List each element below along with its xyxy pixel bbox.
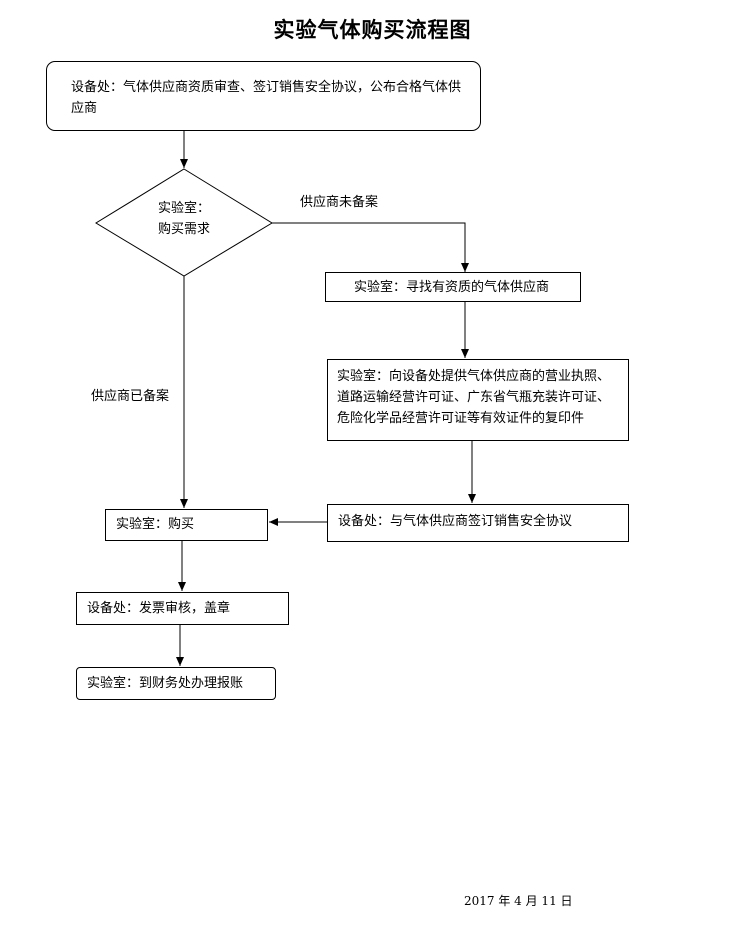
node-buy-text: 实验室：购买 (116, 517, 195, 532)
node-qualify-text: 设备处：气体供应商资质审查、签订销售安全协议，公布合格气体供应商 (71, 80, 462, 116)
node-invoice-text: 设备处：发票审核，盖章 (87, 601, 231, 616)
node-sign-text: 设备处：与气体供应商签订销售安全协议 (338, 514, 573, 529)
node-qualify: 设备处：气体供应商资质审查、签订销售安全协议，公布合格气体供应商 (46, 61, 481, 131)
node-need: 实验室： 购买需求 (134, 198, 234, 240)
node-buy: 实验室：购买 (105, 509, 268, 541)
node-need-line2: 购买需求 (157, 222, 210, 237)
node-sign: 设备处：与气体供应商签订销售安全协议 (327, 504, 629, 542)
node-provide: 实验室：向设备处提供气体供应商的营业执照、道路运输经营许可证、广东省气瓶充装许可… (327, 359, 629, 441)
page-title: 实验气体购买流程图 (273, 17, 472, 42)
node-find: 实验室：寻找有资质的气体供应商 (325, 272, 581, 302)
arrow-need-to-find (272, 222, 469, 272)
node-find-text: 实验室：寻找有资质的气体供应商 (354, 280, 550, 295)
edge-label-not-registered: 供应商未备案 (300, 195, 379, 210)
date-stamp: 2017 年 4 月 11 日 (464, 894, 573, 908)
node-need-line1: 实验室： (157, 201, 210, 216)
node-provide-text: 实验室：向设备处提供气体供应商的营业执照、道路运输经营许可证、广东省气瓶充装许可… (337, 369, 611, 426)
edge-label-registered: 供应商已备案 (91, 389, 170, 404)
node-reimburse: 实验室：到财务处办理报账 (76, 667, 276, 700)
node-invoice: 设备处：发票审核，盖章 (76, 592, 289, 625)
node-reimburse-text: 实验室：到财务处办理报账 (87, 676, 244, 691)
